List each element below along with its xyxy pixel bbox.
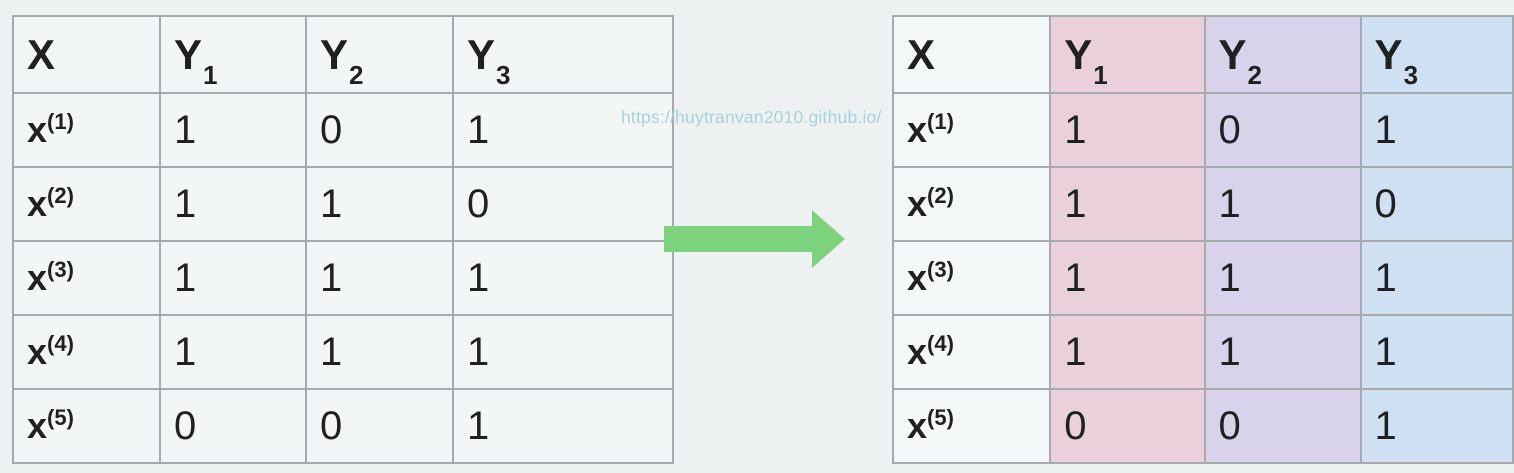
column-header-cell: Y1 (159, 15, 307, 94)
value-cell: 1 (452, 240, 674, 316)
value-cell: 1 (305, 166, 454, 242)
value-cell: 0 (1203, 388, 1362, 464)
row-label-superscript: (1) (47, 109, 74, 134)
value-cell: 1 (1203, 166, 1362, 242)
row-label-superscript: (2) (47, 183, 74, 208)
row-label-superscript: (2) (927, 183, 954, 208)
value-cell: 1 (1359, 92, 1514, 168)
column-header-label: Y (174, 30, 203, 78)
value-cell: 1 (159, 240, 307, 316)
column-header-label: Y (467, 30, 496, 78)
row-label: x (27, 183, 48, 224)
value-cell: 0 (1049, 388, 1206, 464)
row-label-cell: x(3) (891, 240, 1052, 316)
row-label-cell: x(1) (891, 92, 1052, 168)
column-header-label: Y (1218, 30, 1247, 78)
value-cell: 0 (452, 166, 674, 242)
value-cell: 1 (1359, 240, 1514, 316)
value-cell: 1 (1049, 314, 1206, 390)
row-label-superscript: (5) (47, 405, 74, 430)
row-label-cell: x(2) (12, 166, 161, 242)
column-header-subscript: 3 (1403, 59, 1419, 90)
column-header-subscript: 2 (349, 59, 364, 90)
row-label: x (27, 331, 48, 372)
row-label: x (907, 405, 928, 446)
column-header-subscript: 3 (496, 59, 511, 90)
right-arrow-icon (664, 210, 845, 268)
column-header-cell: Y2 (1203, 15, 1362, 94)
value-cell: 1 (305, 240, 454, 316)
row-label-superscript: (3) (927, 257, 954, 282)
row-label: x (907, 109, 928, 150)
column-header-cell: Y3 (1359, 15, 1514, 94)
row-label: x (27, 109, 48, 150)
row-label-superscript: (4) (927, 331, 954, 356)
value-cell: 0 (159, 388, 307, 464)
row-label-cell: x(3) (12, 240, 161, 316)
row-label: x (907, 257, 928, 298)
row-label: x (27, 257, 48, 298)
value-cell: 1 (1203, 240, 1362, 316)
value-cell: 1 (452, 314, 674, 390)
row-label: x (907, 331, 928, 372)
value-cell: 1 (452, 92, 674, 168)
row-label-cell: x(5) (12, 388, 161, 464)
value-cell: 0 (305, 388, 454, 464)
column-header-cell: X (12, 15, 161, 94)
value-cell: 1 (1049, 166, 1206, 242)
row-label-cell: x(2) (891, 166, 1052, 242)
column-header-cell: Y2 (305, 15, 454, 94)
row-label-superscript: (1) (927, 109, 954, 134)
value-cell: 0 (1359, 166, 1514, 242)
value-cell: 1 (159, 166, 307, 242)
column-header-label: Y (320, 30, 349, 78)
value-cell: 1 (452, 388, 674, 464)
column-header-label: X (27, 30, 56, 78)
value-cell: 1 (1359, 314, 1514, 390)
row-label-superscript: (5) (927, 405, 954, 430)
row-label-cell: x(4) (12, 314, 161, 390)
value-cell: 1 (159, 92, 307, 168)
value-cell: 1 (1049, 92, 1206, 168)
row-label-cell: x(1) (12, 92, 161, 168)
value-cell: 1 (1049, 240, 1206, 316)
value-cell: 1 (305, 314, 454, 390)
column-header-subscript: 1 (1093, 59, 1108, 90)
row-label: x (907, 183, 928, 224)
column-header-cell: Y1 (1049, 15, 1206, 94)
column-header-subscript: 1 (203, 59, 218, 90)
row-label: x (27, 405, 48, 446)
row-label-cell: x(4) (891, 314, 1052, 390)
value-cell: 1 (1359, 388, 1514, 464)
column-header-subscript: 2 (1247, 59, 1262, 90)
row-label-superscript: (4) (47, 331, 74, 356)
column-header-label: Y (1064, 30, 1093, 78)
column-header-cell: Y3 (452, 15, 674, 94)
value-cell: 0 (305, 92, 454, 168)
value-cell: 1 (159, 314, 307, 390)
column-header-label: Y (1374, 30, 1403, 78)
row-label-superscript: (3) (47, 257, 74, 282)
column-header-label: X (907, 30, 936, 78)
watermark-url: https://huytranvan2010.github.io/ (621, 107, 882, 127)
value-cell: 0 (1203, 92, 1362, 168)
column-header-cell: X (891, 15, 1052, 94)
row-label-cell: x(5) (891, 388, 1052, 464)
value-cell: 1 (1203, 314, 1362, 390)
